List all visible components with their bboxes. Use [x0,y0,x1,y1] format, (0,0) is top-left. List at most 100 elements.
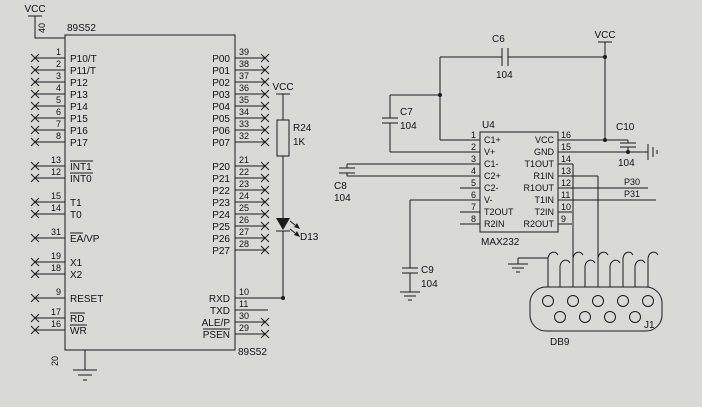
max232-u4: U4 MAX232 1 2 3 4 5 6 7 8 C1+ V+ C1- C2+… [347,120,656,258]
pin-number: 17 [51,307,61,317]
pin-label: P25 [212,222,230,233]
pin-label: P04 [212,102,230,113]
pin-number: 30 [239,311,249,321]
pin-number: 18 [51,263,61,273]
pin-label: R1IN [533,171,554,181]
cap-c10 [620,140,658,160]
db9-pin-hole [554,311,566,323]
pin-label: RXD [209,294,230,305]
cap-ref: C8 [334,181,347,192]
pin-label: T2IN [534,207,554,217]
pin-label: P03 [212,90,230,101]
cap-value: 104 [400,121,417,132]
pin-number: 10 [561,202,571,212]
ground-symbol-db9 [508,257,548,273]
pin-number: 9 [56,287,61,297]
pin-number: 38 [239,59,249,69]
pin-label: PSEN [203,330,230,341]
pin-label: P05 [212,114,230,125]
pin-number: 5 [56,95,61,105]
pin-number: 15 [561,142,571,152]
pin-number: 19 [51,251,61,261]
pin-number: 11 [561,190,570,200]
resistor-value: 1K [293,137,306,148]
pin-number: 11 [239,299,248,309]
pin-label: P11/T [70,66,96,77]
max232-left-wires [347,139,480,225]
pin-number: 4 [56,83,61,93]
pin-label: P10/T [70,54,97,65]
pin-label: R1OUT [523,183,554,193]
pin-label: RD [70,314,84,325]
active-low-overlines-left [70,160,93,326]
vcc-label-mcu: VCC [24,4,45,15]
pin-number: 14 [51,203,61,213]
pin-number: 26 [239,215,249,225]
pin-number: 22 [239,167,249,177]
db9-pin-hole [629,311,641,323]
led-ref: D13 [300,232,319,243]
pin-label: GND [534,147,555,157]
pin-label: P16 [70,126,88,137]
mcu-right-pin-stubs [235,57,283,335]
pin-label: WR [70,326,87,337]
pin-label: P20 [212,162,230,173]
cap-c7 [382,94,440,152]
pin-label: INT0 [70,174,92,185]
pin-label: C2- [484,183,499,193]
max232-ref: U4 [482,120,495,131]
vcc-label-right: VCC [594,30,615,41]
cap-c9 [400,200,420,301]
pin-label: P06 [212,126,230,137]
db9-pin-hole [642,295,654,307]
vcc-wire-led [276,93,290,120]
cap-ref: C10 [616,122,635,133]
mcu-body [64,34,236,351]
pin-number: 7 [56,119,61,129]
pin-number: 3 [56,71,61,81]
cap-c6 [439,48,605,140]
pin-number: 23 [239,179,249,189]
pin-label: VCC [535,135,555,145]
pin-number: 37 [239,71,249,81]
pin-label: P24 [212,210,230,221]
pin-number: 8 [56,131,61,141]
led-emission-arrows [289,220,296,234]
pin-label: P01 [212,66,230,77]
no-connect-x-marks-right [260,53,270,339]
pin-number: 3 [471,154,476,164]
pin-number: 31 [51,227,61,237]
mcu-89s52: 89S52 89S52 VCC 40 20 1 2 3 4 5 6 7 8 13… [24,4,283,381]
pin-label: P22 [212,186,230,197]
db9-pin-hole [604,311,616,323]
max232-part: MAX232 [481,237,520,248]
pin-number: 2 [471,142,476,152]
pin-number: 10 [239,287,249,297]
pin-label: T1 [70,198,82,209]
pin-number: 1 [471,130,476,140]
pin-label: C2+ [484,171,501,181]
pin-number: 6 [471,190,476,200]
pin-label: P21 [212,174,230,185]
resistor-r24 [276,119,290,157]
capacitors: C6 104 C7 104 C8 104 C9 104 C10 104 [334,34,658,301]
cap-c8 [339,164,355,176]
db9-pin-hole [617,295,629,307]
cap-value: 104 [618,158,635,169]
pin-label: EA/VP [70,234,100,245]
pin-label: P00 [212,54,230,65]
cap-value: 104 [334,193,351,204]
pin-label: C1- [484,159,499,169]
ground-symbol-mcu [73,350,97,381]
pin-number: 1 [56,47,61,57]
junction-dot [626,150,630,154]
pin-number: 8 [471,214,476,224]
pin-label: R2OUT [523,219,554,229]
junction-dot [438,93,442,97]
pin-number: 12 [561,178,571,188]
junction-dot [281,296,285,300]
pin-number: 35 [239,95,249,105]
no-connect-x-marks-left [30,53,40,335]
mcu-left-pin-stubs [35,57,65,331]
